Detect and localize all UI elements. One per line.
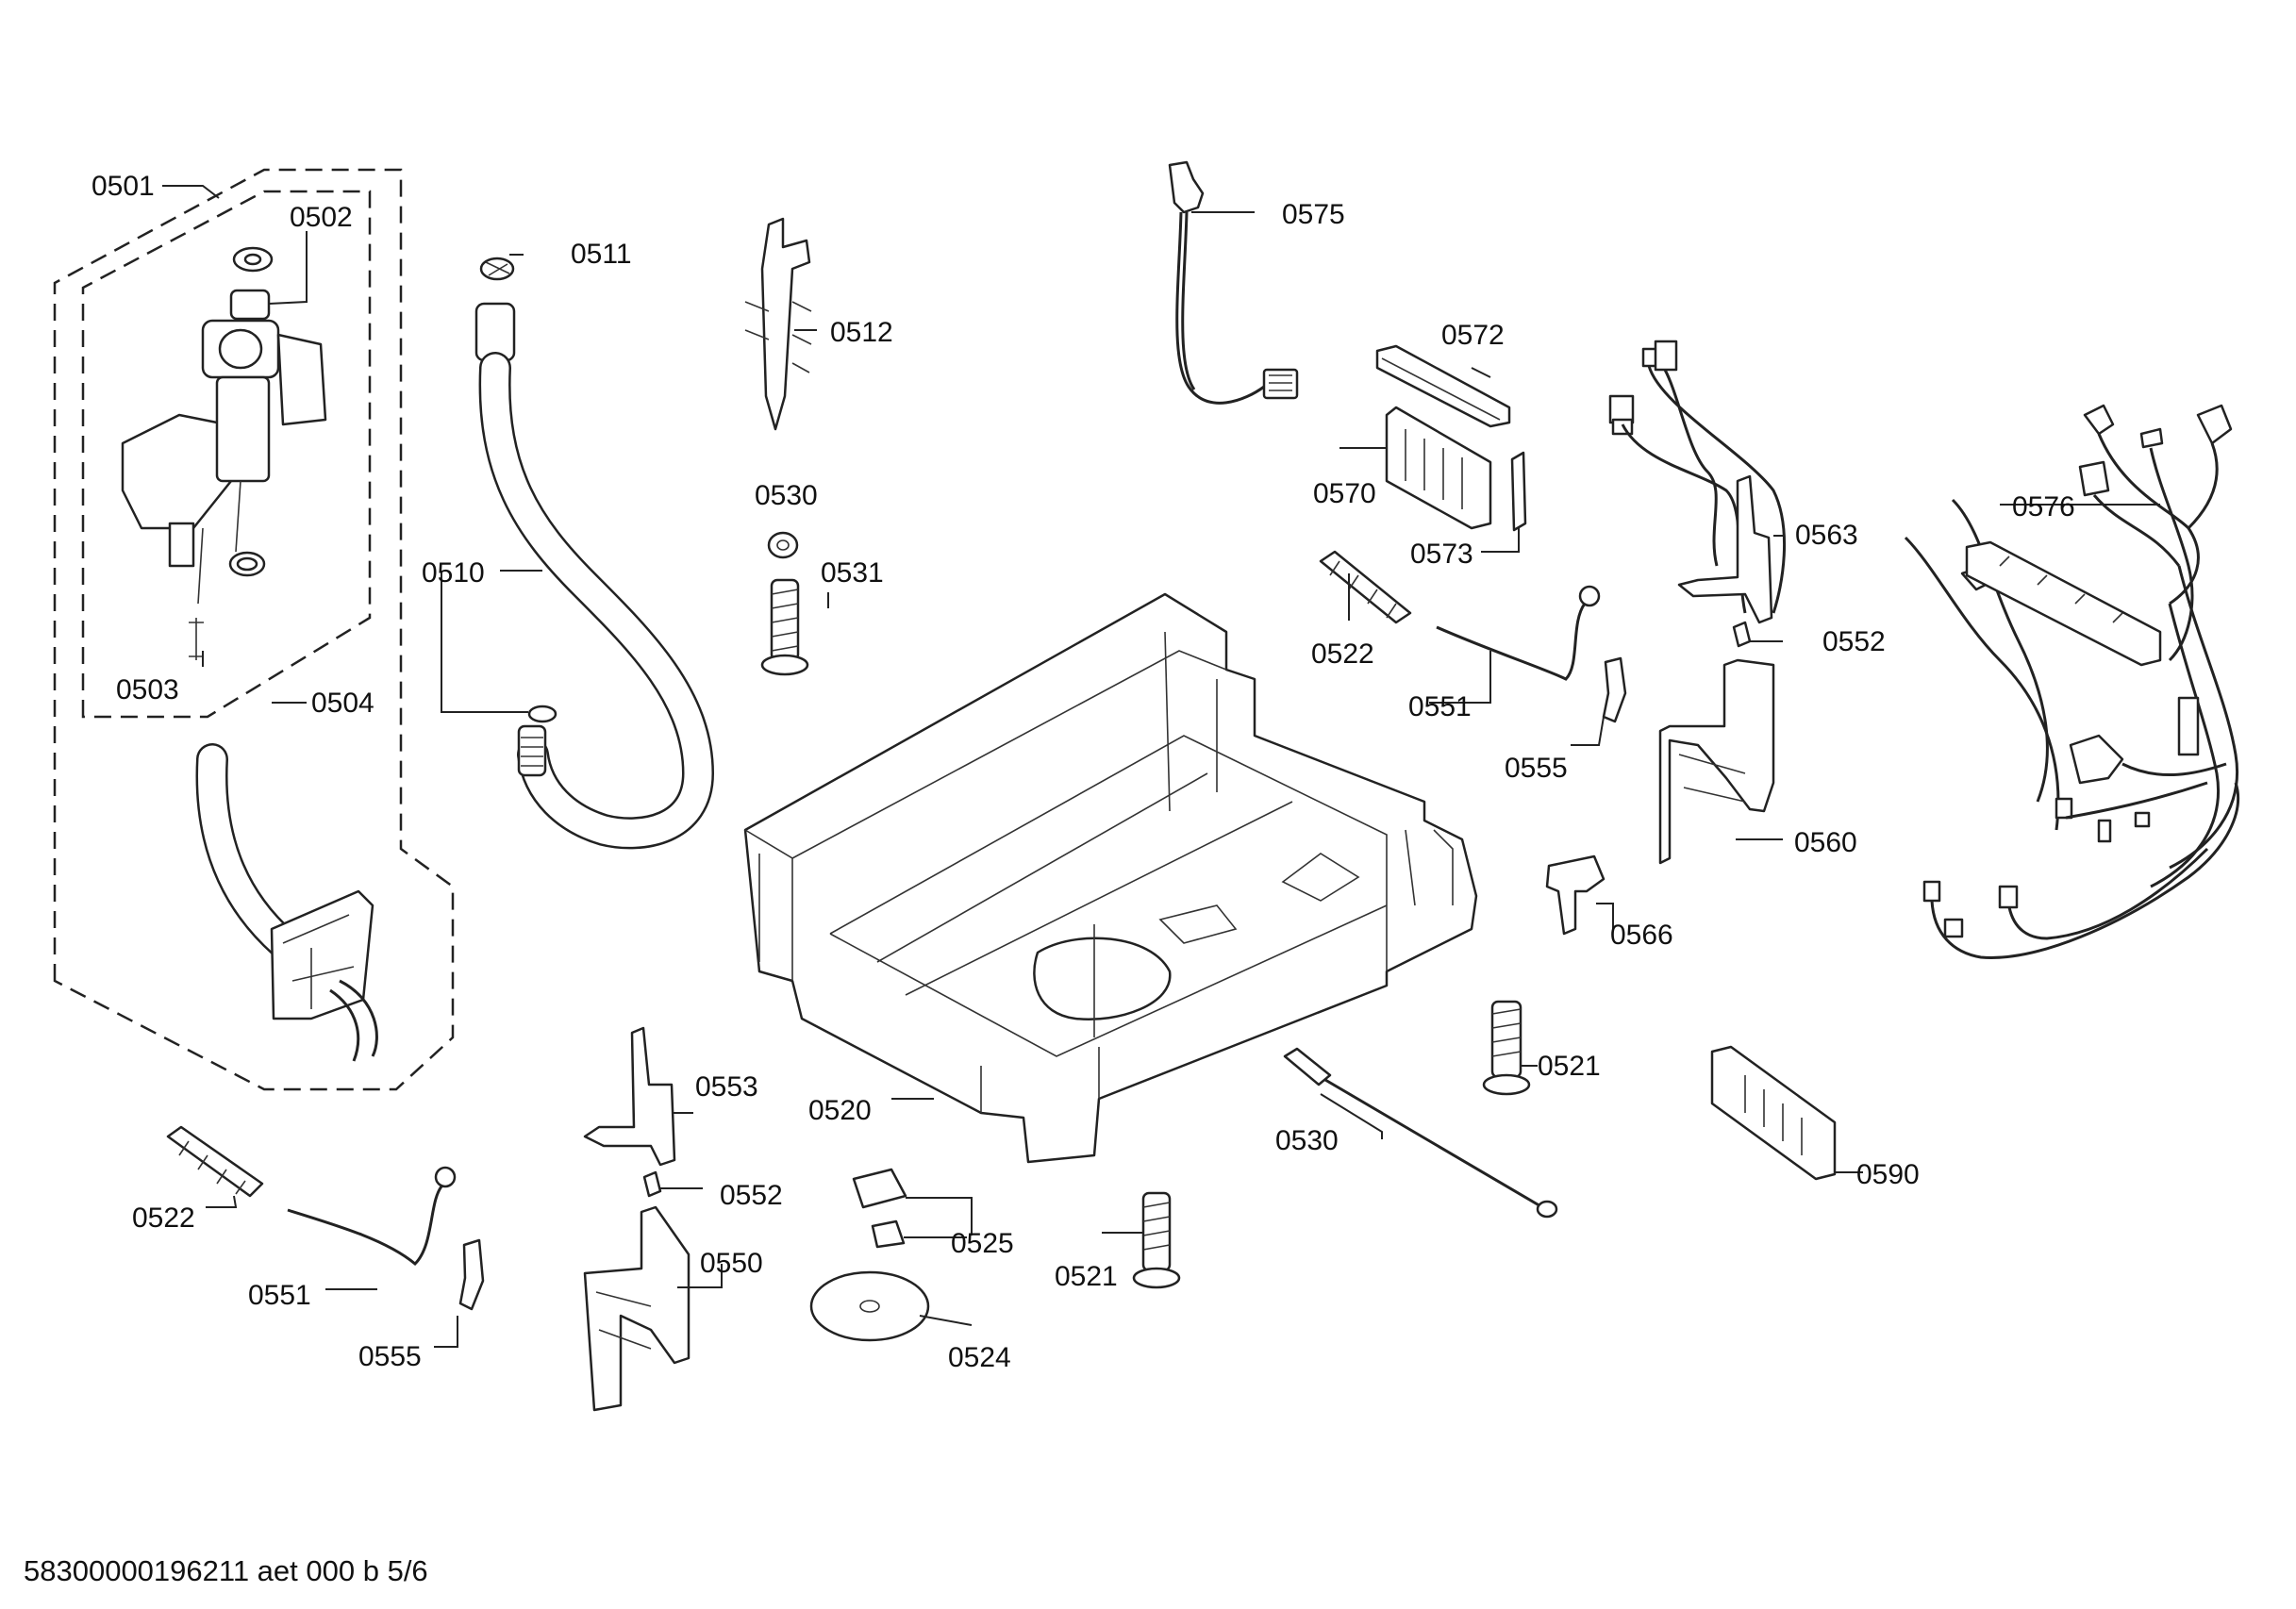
- label-0521-center: 0521: [1055, 1261, 1118, 1292]
- label-0503: 0503: [116, 674, 179, 705]
- part-0525: [852, 1168, 907, 1249]
- label-0524: 0524: [948, 1342, 1011, 1373]
- label-0555-left: 0555: [358, 1341, 422, 1372]
- clip-part-0552-right: [1732, 621, 1752, 648]
- label-0522-left: 0522: [132, 1203, 195, 1234]
- document-id-footer: 58300000196211 aet 000 b 5/6: [24, 1554, 428, 1587]
- label-0575: 0575: [1282, 199, 1345, 230]
- foot-screw-0521-center: [1132, 1191, 1181, 1289]
- label-0552-left: 0552: [720, 1180, 783, 1211]
- foot-screw-0521-right: [1482, 1000, 1531, 1096]
- stake-part-0512: [744, 217, 812, 431]
- label-0501: 0501: [92, 171, 155, 202]
- inlet-valve-part: [121, 246, 327, 660]
- base-tub-part-0520: [743, 592, 1478, 1164]
- label-0525: 0525: [951, 1228, 1014, 1259]
- part-labels: 0501 0502 0503 0504 0510 0511 0512 0530 …: [92, 171, 2075, 1373]
- supply-hose-part: [195, 743, 378, 1062]
- label-0553: 0553: [695, 1071, 758, 1103]
- clip-part-0552-left: [642, 1170, 662, 1198]
- label-0551-left: 0551: [248, 1280, 311, 1311]
- rod-part-0530: [1283, 1047, 1558, 1219]
- power-cord-part-0575: [1168, 160, 1299, 405]
- label-0551-right: 0551: [1408, 691, 1472, 722]
- lever-part-0555-left: [458, 1238, 485, 1311]
- label-0512: 0512: [830, 317, 893, 348]
- bracket-part-0553: [583, 1026, 676, 1167]
- label-0573: 0573: [1410, 539, 1473, 570]
- leader-lines: [162, 185, 2160, 1348]
- label-0530-top: 0530: [755, 480, 818, 511]
- label-0570: 0570: [1313, 478, 1376, 509]
- cable-part-0551-right: [1436, 585, 1601, 681]
- label-0550: 0550: [700, 1248, 763, 1279]
- foot-screw-0531: [760, 578, 809, 676]
- assembly-0501-outline: [53, 168, 455, 1091]
- panel-part-0572: [1375, 344, 1511, 428]
- label-0530-bottom: 0530: [1275, 1125, 1339, 1156]
- spring-part-0522-right: [1319, 550, 1412, 624]
- clip-part-0573: [1510, 451, 1527, 532]
- drain-hose-part: [474, 257, 715, 850]
- label-0566: 0566: [1610, 920, 1673, 951]
- label-0563: 0563: [1795, 520, 1858, 551]
- spring-part-0522-left: [166, 1125, 264, 1198]
- part-0590: [1710, 1045, 1837, 1181]
- label-0521-right: 0521: [1538, 1051, 1601, 1082]
- label-0552-right: 0552: [1822, 626, 1886, 657]
- label-0520: 0520: [808, 1095, 872, 1126]
- label-0511: 0511: [571, 239, 632, 270]
- foot-part-0530: [767, 531, 799, 559]
- label-0531: 0531: [821, 557, 884, 589]
- bracket-part-0560: [1658, 658, 1775, 865]
- part-0566: [1545, 854, 1606, 936]
- label-0502: 0502: [290, 202, 353, 233]
- label-0522-right: 0522: [1311, 639, 1374, 670]
- label-0555-right: 0555: [1505, 753, 1568, 784]
- cable-part-0551-left: [287, 1166, 457, 1267]
- wire-harness-part-0576: [1608, 340, 2240, 959]
- label-0590: 0590: [1856, 1159, 1920, 1190]
- label-0510: 0510: [422, 557, 485, 589]
- label-0504: 0504: [311, 688, 374, 719]
- bracket-part-0563: [1677, 474, 1773, 624]
- label-0576: 0576: [2012, 491, 2075, 523]
- lever-part-0555-right: [1602, 656, 1627, 723]
- disc-part-0524: [809, 1270, 930, 1342]
- label-0572: 0572: [1441, 320, 1505, 351]
- label-0560: 0560: [1794, 827, 1857, 858]
- part-0570: [1385, 406, 1492, 530]
- bracket-part-0550: [583, 1205, 690, 1412]
